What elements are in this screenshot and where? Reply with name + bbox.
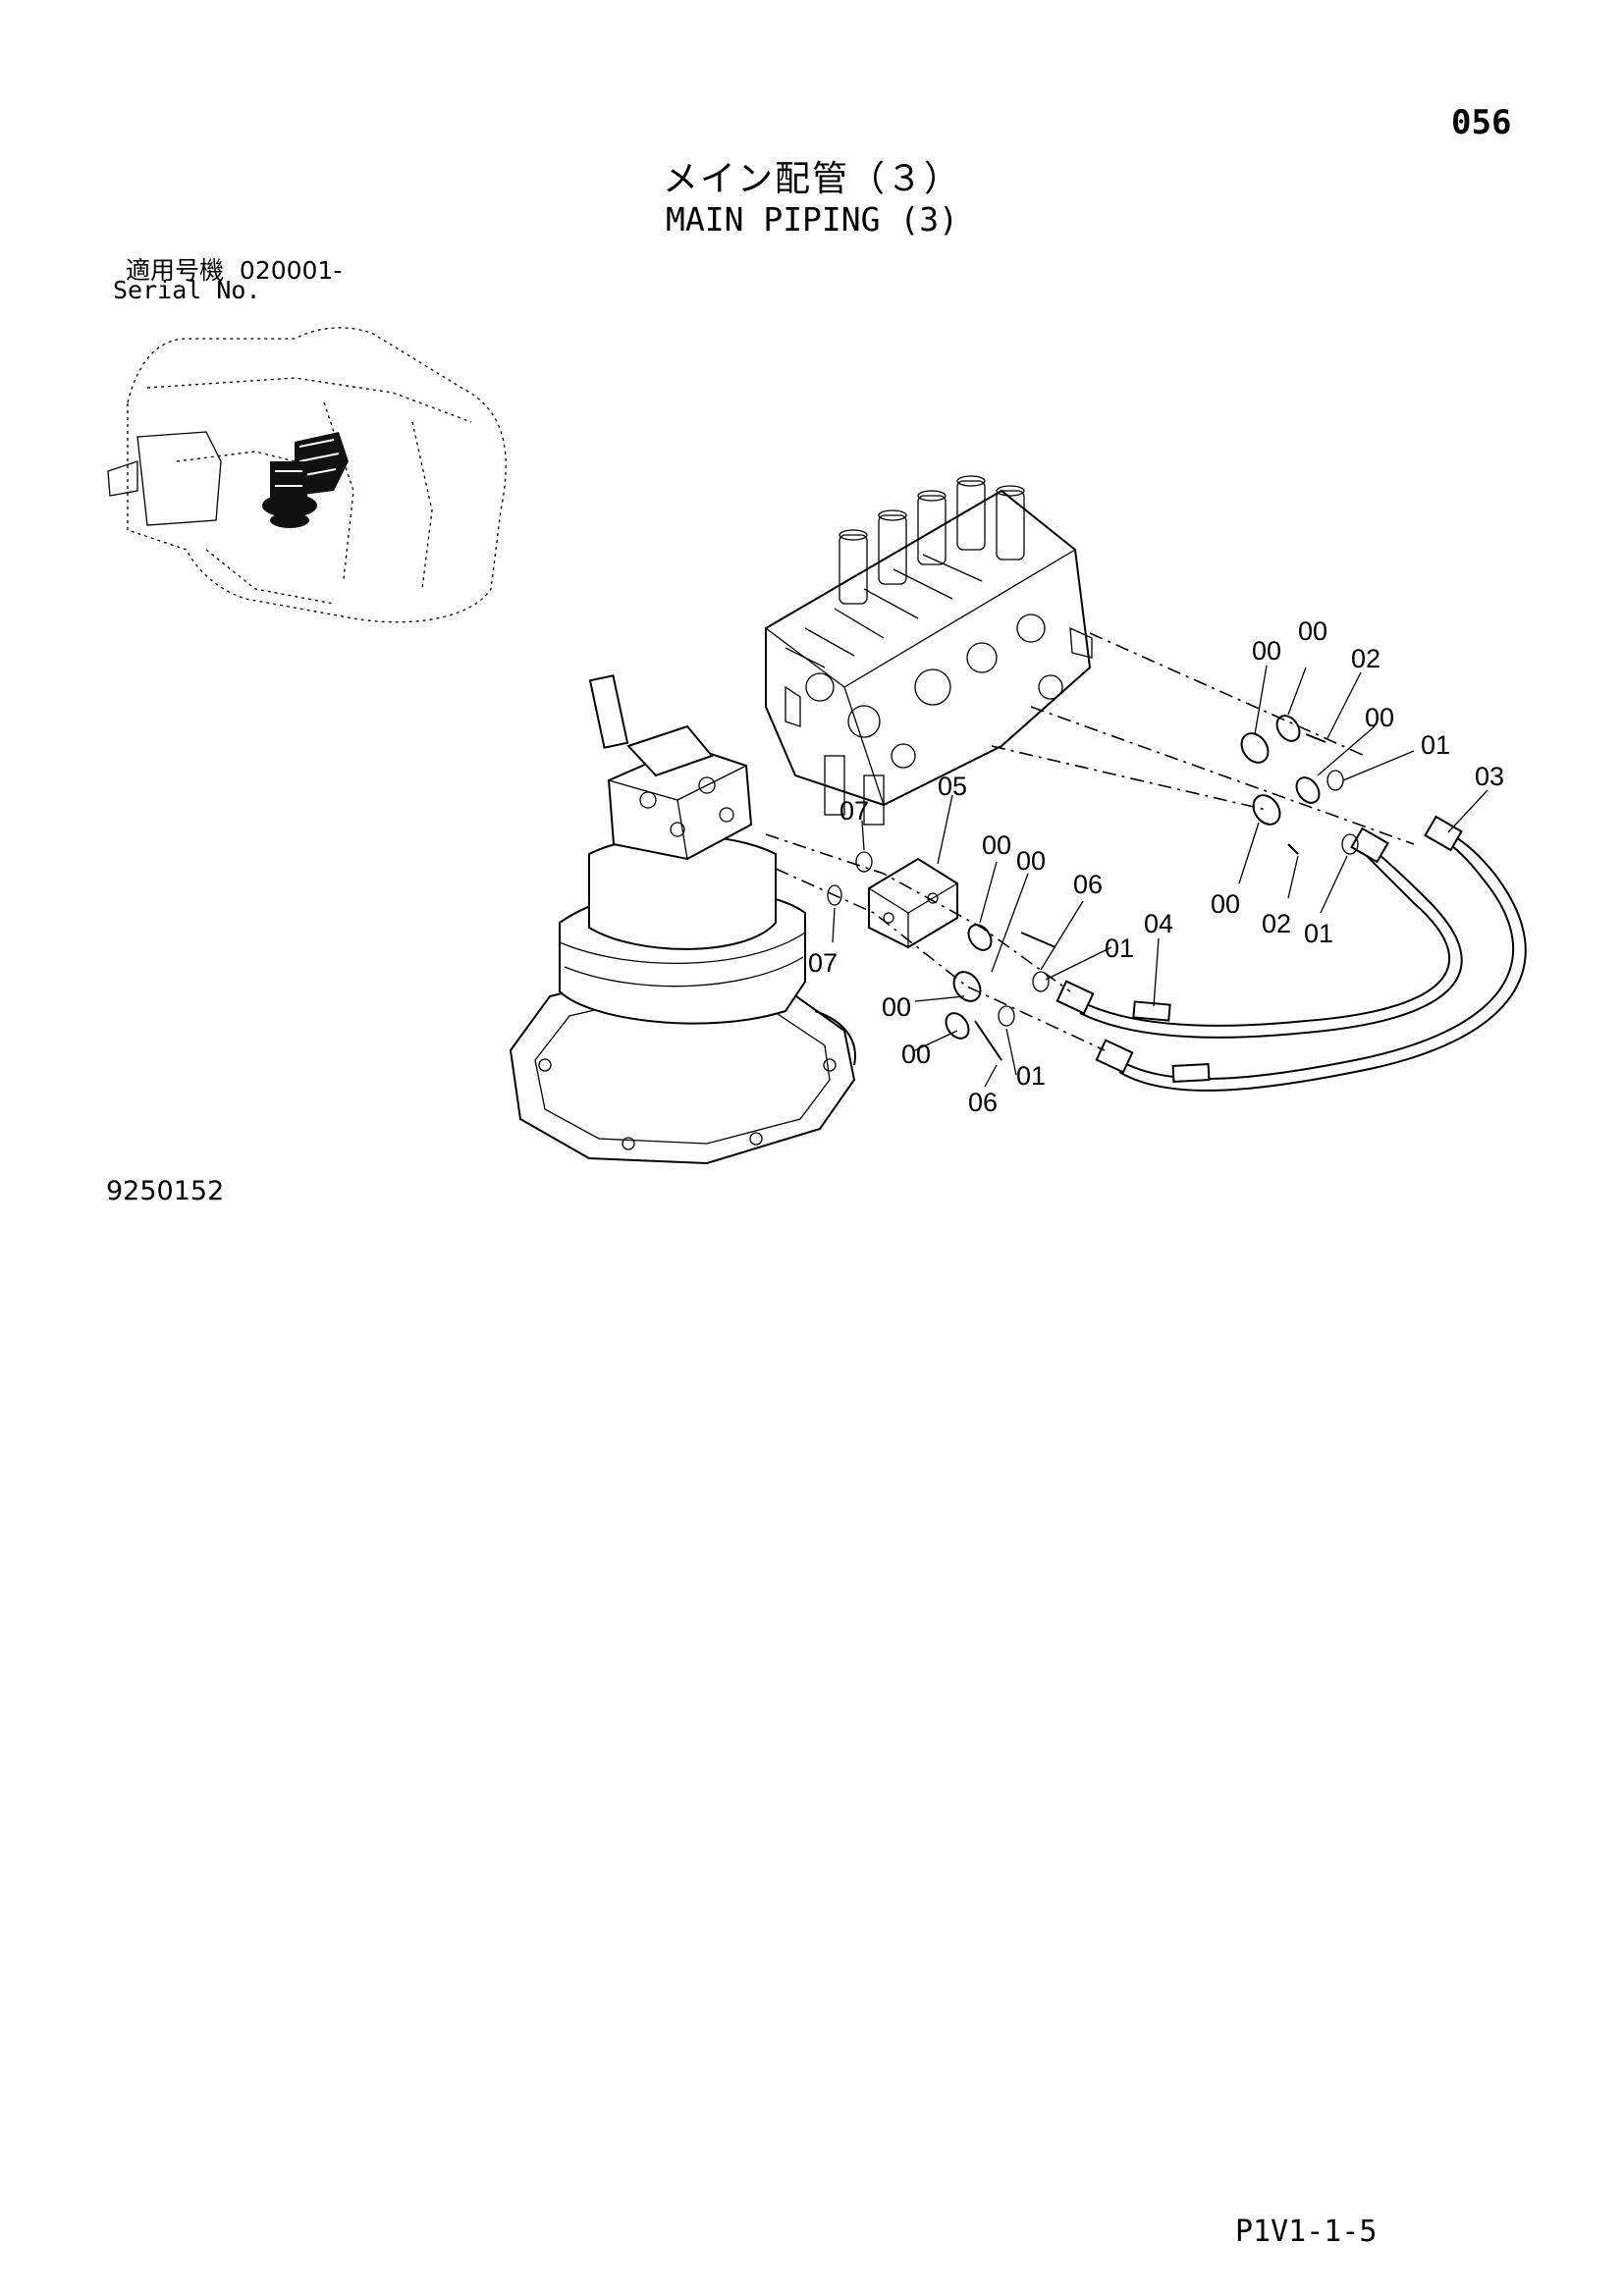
callout-label: 00 xyxy=(1211,889,1240,919)
figure-number: 9250152 xyxy=(106,1176,225,1206)
callout-label: 01 xyxy=(1105,934,1134,963)
callout-label: 02 xyxy=(1351,644,1380,673)
control-valve-drawing xyxy=(765,475,1093,826)
callout-label: 00 xyxy=(901,1040,931,1069)
serial-applicability: 適用号機 020001- xyxy=(126,251,342,287)
callout-label: 00 xyxy=(982,830,1011,860)
callout-label: 00 xyxy=(882,992,911,1022)
clamps-and-bolts-drawing xyxy=(827,715,1359,1061)
callout-label: 05 xyxy=(938,772,967,801)
callout-label: 03 xyxy=(1475,762,1504,791)
callout-label: 00 xyxy=(1365,703,1394,732)
callout-numbers: 00 00 02 00 01 03 05 07 00 00 06 00 02 0… xyxy=(808,616,1504,1117)
page-title-english: MAIN PIPING (3) xyxy=(665,200,958,239)
callout-label: 06 xyxy=(1073,870,1103,899)
callout-label: 00 xyxy=(1016,846,1046,876)
callout-leader-lines xyxy=(832,665,1489,1088)
page-number: 056 xyxy=(1451,103,1512,142)
hose-assemblies-drawing xyxy=(1056,815,1527,1092)
callout-label: 00 xyxy=(1252,636,1281,666)
callout-label: 07 xyxy=(839,796,869,826)
swing-motor-drawing xyxy=(509,674,856,1165)
callout-label: 07 xyxy=(808,948,838,978)
callout-label: 00 xyxy=(1298,616,1327,646)
page-code: P1V1-1-5 xyxy=(1235,2215,1378,2249)
highlighted-swing-motor-icon xyxy=(262,461,317,528)
callout-label: 02 xyxy=(1262,909,1291,938)
callout-label: 04 xyxy=(1144,909,1173,938)
serial-label-english: Serial No. xyxy=(113,276,261,304)
valve-block-drawing xyxy=(868,857,958,949)
callout-label: 01 xyxy=(1304,919,1333,948)
serial-number-value: 020001- xyxy=(239,256,343,285)
serial-label-japanese: 適用号機 xyxy=(126,256,225,285)
page-title-japanese: メイン配管（３） xyxy=(662,159,961,199)
machine-locator-inset xyxy=(107,327,507,623)
callout-label: 01 xyxy=(1016,1061,1046,1091)
callout-label: 01 xyxy=(1421,730,1450,760)
assembly-center-lines xyxy=(765,632,1415,1051)
callout-label: 06 xyxy=(968,1088,998,1117)
